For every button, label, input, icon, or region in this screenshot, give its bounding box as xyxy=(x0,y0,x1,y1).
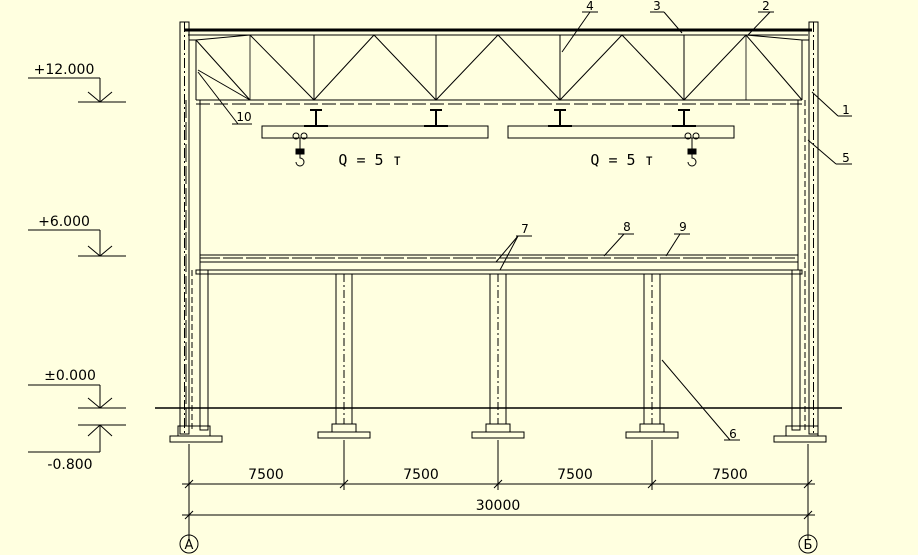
axis-marker-b: Б xyxy=(798,534,818,554)
callout-3: 3 xyxy=(653,0,661,13)
elevation-base-label: -0.800 xyxy=(47,457,92,473)
callout-4: 4 xyxy=(586,0,594,13)
span-dimension-4: 7500 xyxy=(712,467,748,483)
base-left xyxy=(169,425,223,443)
elevation-top-label: +12.000 xyxy=(34,62,95,78)
elevation-mid: +6.000 xyxy=(28,214,126,257)
crane-rail-3 xyxy=(548,109,572,127)
callout-7: 7 xyxy=(521,222,529,236)
dimension-lines xyxy=(182,440,815,540)
roof-truss xyxy=(184,28,812,105)
callout-9: 9 xyxy=(679,220,687,234)
elevation-ground-label: ±0.000 xyxy=(44,368,96,384)
span-dimension-3: 7500 xyxy=(557,467,593,483)
interior-column-3 xyxy=(625,273,679,439)
crane-rail-1 xyxy=(304,109,328,127)
crane-hook-right xyxy=(684,132,700,167)
elevation-top: +12.000 xyxy=(28,62,126,103)
interior-column-2 xyxy=(471,273,525,439)
callout-labels: 1 2 3 4 5 6 7 8 9 10 xyxy=(236,0,849,441)
base-right xyxy=(773,425,827,443)
total-dimension: 30000 xyxy=(476,498,521,514)
span-dimension-1: 7500 xyxy=(248,467,284,483)
crane-rail-2 xyxy=(424,109,448,127)
crane-left: Q = 5 т xyxy=(261,109,489,169)
axis-marker-a: А xyxy=(179,534,199,554)
callout-5: 5 xyxy=(842,151,850,165)
crane-capacity-left: Q = 5 т xyxy=(338,151,401,169)
elevation-mid-label: +6.000 xyxy=(38,214,90,230)
callout-8: 8 xyxy=(623,220,631,234)
crane-right: Q = 5 т xyxy=(507,109,735,169)
callout-1: 1 xyxy=(842,103,850,117)
crane-capacity-right: Q = 5 т xyxy=(590,151,653,169)
callout-2: 2 xyxy=(762,0,770,13)
axis-label-a: А xyxy=(185,538,194,553)
callout-10: 10 xyxy=(236,110,251,124)
elevation-base: -0.800 xyxy=(28,424,126,473)
interior-column-1 xyxy=(317,273,371,439)
crane-hook-left xyxy=(292,132,308,167)
axis-label-b: Б xyxy=(804,538,813,553)
column-right xyxy=(791,21,819,435)
callout-leaders xyxy=(197,11,852,441)
span-dimension-2: 7500 xyxy=(403,467,439,483)
elevation-ground: ±0.000 xyxy=(28,368,126,409)
crane-rail-4 xyxy=(672,109,696,127)
wall-panels-left xyxy=(185,100,201,430)
dimension-labels: 7500 7500 7500 7500 30000 xyxy=(248,467,748,514)
callout-6: 6 xyxy=(729,427,737,441)
